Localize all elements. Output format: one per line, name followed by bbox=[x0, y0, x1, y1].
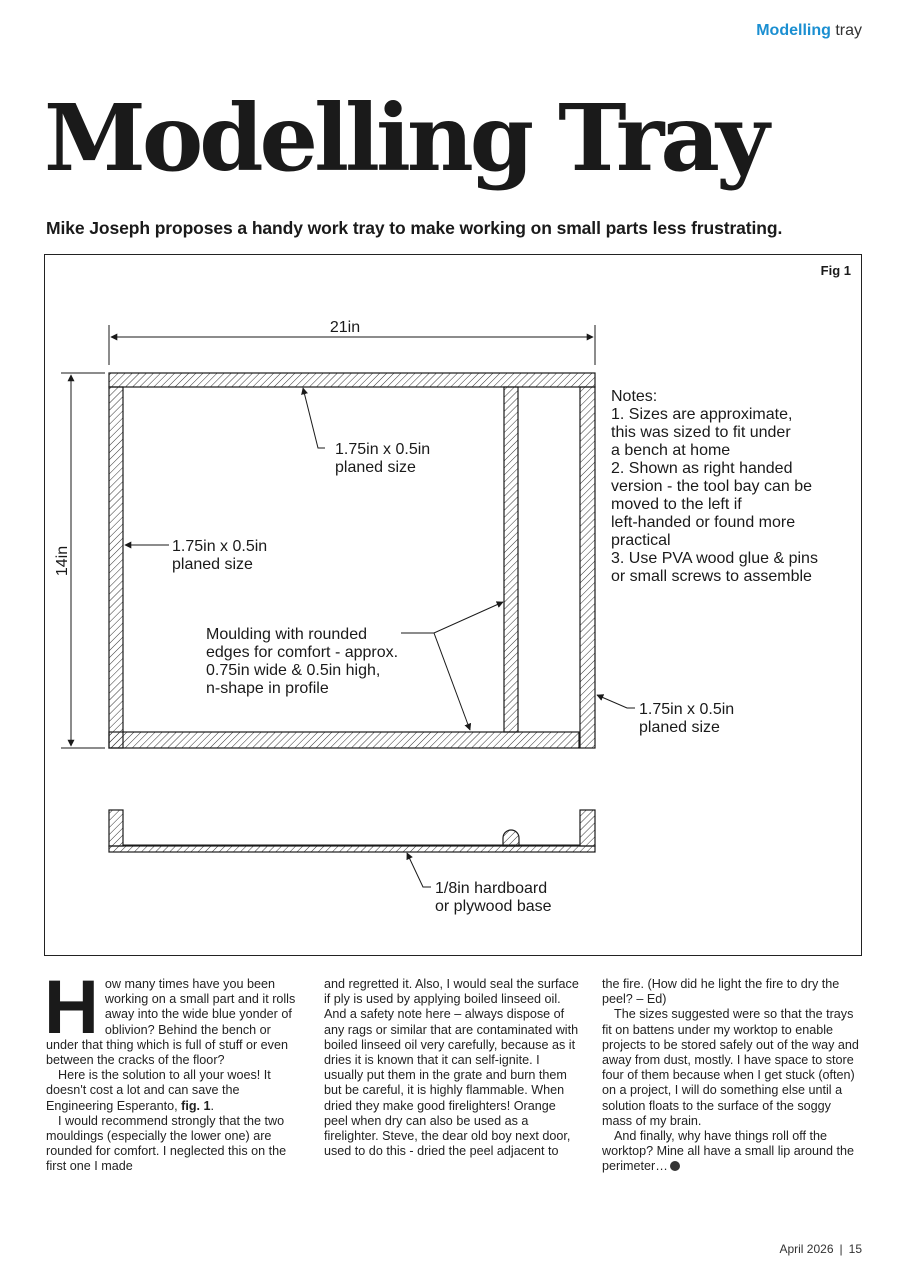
left-rail-label-2: planed size bbox=[172, 556, 253, 573]
tool-bay-moulding bbox=[503, 386, 519, 733]
base-label-2: or plywood base bbox=[435, 898, 552, 915]
notes-block: Notes: 1. Sizes are approximate, this wa… bbox=[611, 388, 818, 585]
top-rail-label-2: planed size bbox=[335, 459, 416, 476]
moulding-callout: Moulding with rounded edges for comfort … bbox=[206, 601, 504, 731]
paragraph-text: . bbox=[210, 1098, 215, 1113]
paragraph: and regretted it. Also, I would seal the… bbox=[324, 977, 582, 1159]
top-rail bbox=[108, 372, 596, 388]
paragraph-text: and regretted it. Also, I would seal the… bbox=[324, 977, 579, 1159]
right-rail-label-2: planed size bbox=[639, 719, 720, 736]
paragraph-text: The sizes suggested were so that the tra… bbox=[602, 1007, 859, 1128]
width-dimension-label: 21in bbox=[330, 319, 360, 336]
paragraph: Here is the solution to all your woes! I… bbox=[46, 1068, 304, 1114]
tray-side-elevation bbox=[108, 809, 596, 853]
standfirst-text: proposes a handy work tray to make worki… bbox=[149, 218, 783, 238]
base-callout: 1/8in hardboard or plywood base bbox=[406, 852, 552, 915]
paragraph-text: And finally, why have things roll off th… bbox=[602, 1129, 855, 1174]
bottom-moulding bbox=[108, 731, 580, 749]
moulding-label-3: 0.75in wide & 0.5in high, bbox=[206, 662, 380, 679]
notes-line-2: 1. Sizes are approximate, bbox=[611, 406, 792, 423]
notes-line-5: 2. Shown as right handed bbox=[611, 460, 792, 477]
running-head-rest: tray bbox=[830, 22, 862, 39]
notes-line-11: or small screws to assemble bbox=[611, 568, 812, 585]
base-label-1: 1/8in hardboard bbox=[435, 880, 547, 897]
height-dimension-label: 14in bbox=[54, 546, 71, 576]
figure-1: Fig 1 21in 14in bbox=[44, 254, 862, 956]
paragraph-text: the fire. (How did he light the fire to … bbox=[602, 977, 840, 1007]
right-end-section bbox=[579, 809, 596, 847]
figure-reference: fig. 1 bbox=[181, 1098, 211, 1113]
moulding-profile bbox=[502, 829, 520, 847]
column-3: the fire. (How did he light the fire to … bbox=[602, 977, 860, 1175]
width-dimension: 21in bbox=[108, 319, 596, 365]
paragraph: I would recommend strongly that the two … bbox=[46, 1114, 304, 1175]
page-footer: April 2026 | 15 bbox=[779, 1242, 862, 1256]
notes-line-7: moved to the left if bbox=[611, 496, 742, 513]
right-rail-callout: 1.75in x 0.5in planed size bbox=[596, 694, 734, 736]
column-2: and regretted it. Also, I would seal the… bbox=[324, 977, 582, 1159]
left-rail-label-1: 1.75in x 0.5in bbox=[172, 538, 267, 555]
notes-line-6: version - the tool bay can be bbox=[611, 478, 812, 495]
notes-line-8: left-handed or found more bbox=[611, 514, 795, 531]
notes-line-9: practical bbox=[611, 532, 671, 549]
left-end-section bbox=[108, 809, 124, 847]
notes-line-10: 3. Use PVA wood glue & pins bbox=[611, 550, 818, 567]
right-rail-label-1: 1.75in x 0.5in bbox=[639, 701, 734, 718]
moulding-label-4: n-shape in profile bbox=[206, 680, 329, 697]
left-rail-callout: 1.75in x 0.5in planed size bbox=[124, 538, 267, 573]
running-head-highlight: Modelling bbox=[756, 22, 831, 39]
running-head: Modelling tray bbox=[756, 22, 862, 40]
issue-date: April 2026 bbox=[779, 1242, 834, 1256]
paragraph: the fire. (How did he light the fire to … bbox=[602, 977, 860, 1007]
paragraph-text: I would recommend strongly that the two … bbox=[46, 1113, 287, 1174]
moulding-label-1: Moulding with rounded bbox=[206, 626, 367, 643]
paragraph: And finally, why have things roll off th… bbox=[602, 1129, 860, 1175]
tray-plan-view bbox=[108, 372, 596, 749]
paragraph: The sizes suggested were so that the tra… bbox=[602, 1007, 860, 1129]
tray-diagram: 21in 14in 1.75in x 0.5in planed size 1.7… bbox=[54, 319, 818, 915]
right-rail bbox=[579, 386, 596, 749]
paragraph-text: ow many times have you been working on a… bbox=[46, 977, 296, 1068]
moulding-label-2: edges for comfort - approx. bbox=[206, 644, 398, 661]
folio-separator: | bbox=[839, 1242, 843, 1256]
standfirst: Mike Joseph proposes a handy work tray t… bbox=[46, 218, 866, 239]
article-title: Modelling Tray bbox=[44, 84, 769, 192]
notes-line-4: a bench at home bbox=[611, 442, 730, 459]
notes-line-1: Notes: bbox=[611, 388, 657, 405]
left-rail bbox=[108, 386, 124, 749]
top-rail-label-1: 1.75in x 0.5in bbox=[335, 441, 430, 458]
drop-cap: H bbox=[44, 965, 99, 1050]
base-panel bbox=[108, 845, 596, 853]
page-number: 15 bbox=[848, 1242, 862, 1256]
paragraph-text: Here is the solution to all your woes! I… bbox=[46, 1068, 271, 1113]
notes-line-3: this was sized to fit under bbox=[611, 424, 791, 441]
author-name: Mike Joseph bbox=[46, 218, 150, 238]
height-dimension: 14in bbox=[54, 372, 105, 749]
figure-label: Fig 1 bbox=[820, 263, 851, 278]
end-mark-icon bbox=[669, 1161, 680, 1172]
top-rail-callout: 1.75in x 0.5in planed size bbox=[301, 387, 430, 476]
